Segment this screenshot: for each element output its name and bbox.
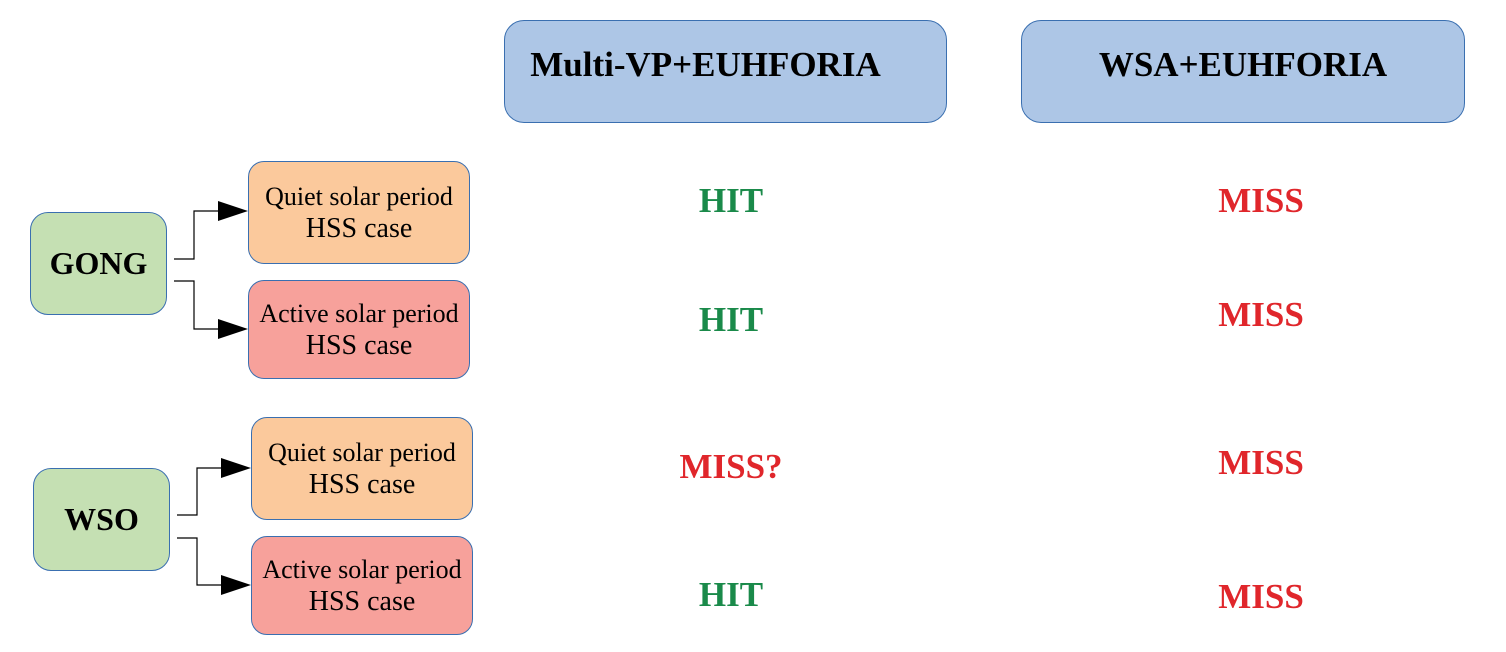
header-wsa-label: WSA+EUHFORIA	[1098, 44, 1388, 84]
case-wso-active: Active solar period HSS case	[251, 536, 473, 635]
case-gong-active: Active solar period HSS case	[248, 280, 470, 379]
wso-to-quiet-arrow	[177, 458, 251, 516]
result-gong-quiet-wsa: MISS	[1218, 181, 1304, 220]
case-gong-active-line1: Active solar period	[259, 298, 459, 328]
header-wsa-euhforia: WSA+EUHFORIA	[1021, 20, 1465, 123]
result-wso-active-multivp: HIT	[698, 575, 764, 614]
case-gong-quiet-line1: Quiet solar period	[265, 181, 453, 211]
result-wso-quiet-wsa: MISS	[1218, 443, 1304, 482]
case-wso-active-line1: Active solar period	[262, 554, 462, 584]
case-wso-quiet: Quiet solar period HSS case	[251, 417, 473, 520]
case-wso-quiet-line2: HSS case	[308, 468, 416, 500]
result-gong-quiet-multivp: HIT	[698, 181, 764, 220]
case-wso-active-line2: HSS case	[308, 585, 416, 617]
result-wso-active-wsa: MISS	[1218, 577, 1304, 616]
gong-to-active-arrow	[174, 280, 248, 339]
case-gong-quiet-line2: HSS case	[305, 212, 413, 244]
result-gong-active-multivp: HIT	[698, 300, 764, 339]
case-gong-quiet: Quiet solar period HSS case	[248, 161, 470, 264]
source-gong-label: GONG	[49, 245, 148, 281]
gong-to-quiet-arrow	[174, 201, 248, 260]
source-wso: WSO	[33, 468, 170, 571]
source-gong: GONG	[30, 212, 167, 315]
wso-to-active-arrow	[177, 537, 251, 595]
case-wso-quiet-line1: Quiet solar period	[268, 437, 456, 467]
header-multivp-euhforia: Multi-VP+EUHFORIA	[504, 20, 947, 123]
source-wso-label: WSO	[64, 501, 139, 537]
result-gong-active-wsa: MISS	[1218, 295, 1304, 334]
result-wso-quiet-multivp: MISS?	[679, 447, 783, 486]
header-multivp-label: Multi-VP+EUHFORIA	[530, 44, 881, 84]
case-gong-active-line2: HSS case	[305, 329, 413, 361]
